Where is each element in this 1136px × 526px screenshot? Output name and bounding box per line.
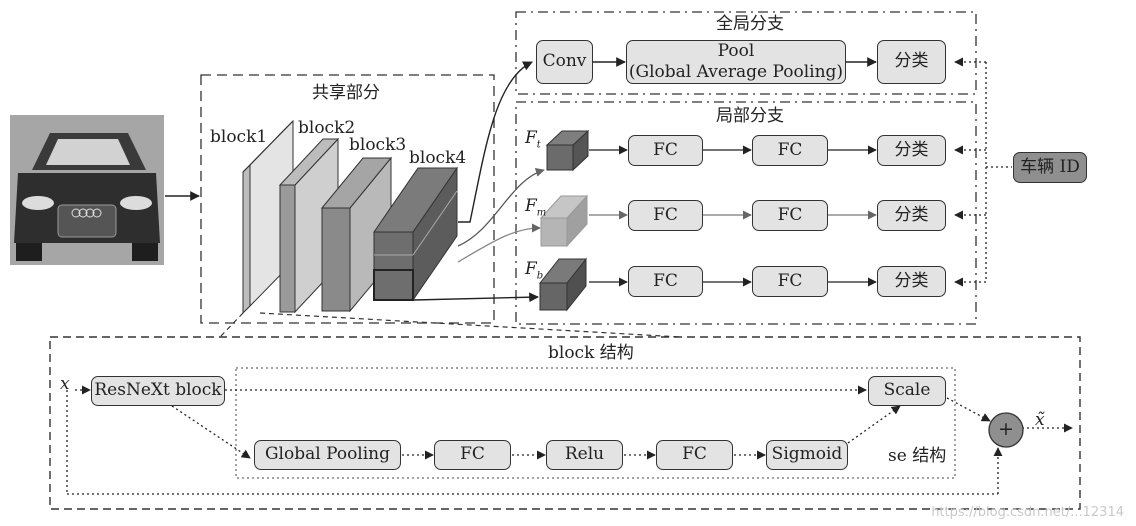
to-conv-arrow — [458, 61, 533, 223]
zoom-connector-right — [259, 312, 681, 338]
block4-label: block4 — [409, 148, 467, 168]
relu-box: Relu — [546, 440, 623, 470]
to-ft-arrow — [457, 167, 545, 247]
ft-symbol: Ft — [525, 128, 541, 151]
block-structure-title: block 结构 — [548, 343, 634, 363]
vehicle-id-links — [954, 57, 1012, 287]
se-fc2-box: FC — [656, 440, 733, 470]
global-classify-box: 分类 — [877, 40, 946, 84]
fb-symbol: Fb — [525, 259, 544, 282]
block2-label: block2 — [298, 118, 356, 138]
sum-node — [988, 412, 1024, 448]
block-structure-links — [66, 385, 1073, 495]
global-pooling-box: Global Pooling — [254, 440, 401, 470]
se-structure-title: se 结构 — [888, 446, 947, 466]
sum-plus-sign: + — [998, 418, 1014, 440]
fc-b2-box: FC — [752, 266, 828, 297]
output-x-tilde: x̃ — [1035, 410, 1045, 430]
block1-label: block1 — [210, 127, 268, 147]
global-branch-title: 全局分支 — [716, 14, 784, 34]
conv-label: Conv — [542, 51, 587, 72]
global-branch-frame — [515, 11, 977, 95]
fm-feature-cube — [539, 194, 589, 248]
classify-m-box: 分类 — [877, 200, 946, 231]
fc-m1-box: FC — [628, 200, 703, 231]
fm-symbol: Fm — [525, 196, 547, 219]
classify-t-box: 分类 — [877, 135, 946, 166]
sigmoid-box: Sigmoid — [766, 440, 848, 470]
shared-part-frame — [200, 74, 495, 324]
fc-b1-box: FC — [628, 266, 703, 297]
input-x-symbol: x — [60, 374, 70, 394]
watermark: https://blog.csdn.net/...12314 — [931, 505, 1124, 520]
to-fm-arrow — [457, 223, 541, 263]
fc-t1-box: FC — [628, 135, 703, 166]
fc-t2-box: FC — [752, 135, 828, 166]
classify-b-box: 分类 — [877, 266, 946, 297]
fb-feature-cube — [538, 257, 588, 312]
local-branch-title: 局部分支 — [716, 106, 784, 126]
local-branch-frame — [515, 101, 977, 325]
car-silhouette — [10, 115, 164, 265]
zoom-connector-left — [219, 312, 244, 338]
block-structure-frame — [49, 336, 1081, 510]
to-fb-arrow — [413, 292, 539, 303]
scale-box: Scale — [868, 376, 946, 406]
block4-cube — [373, 166, 458, 302]
fc-m2-box: FC — [752, 200, 828, 231]
ft-feature-cube — [545, 129, 590, 172]
shared-part-title: 共享部分 — [312, 83, 380, 103]
block3-label: block3 — [349, 135, 407, 155]
resnext-block-box: ResNeXt block — [91, 376, 225, 406]
pool-sublabel: (Global Average Pooling) — [628, 62, 844, 82]
pool-label: Pool — [717, 40, 755, 61]
global-classify-label: 分类 — [894, 51, 929, 72]
conv-box: Conv — [536, 40, 593, 84]
vehicle-id-box: 车辆 ID — [1013, 152, 1087, 183]
vehicle-image — [10, 115, 164, 265]
se-fc1-box: FC — [434, 440, 511, 470]
pool-box: Pool (Global Average Pooling) — [626, 40, 846, 84]
